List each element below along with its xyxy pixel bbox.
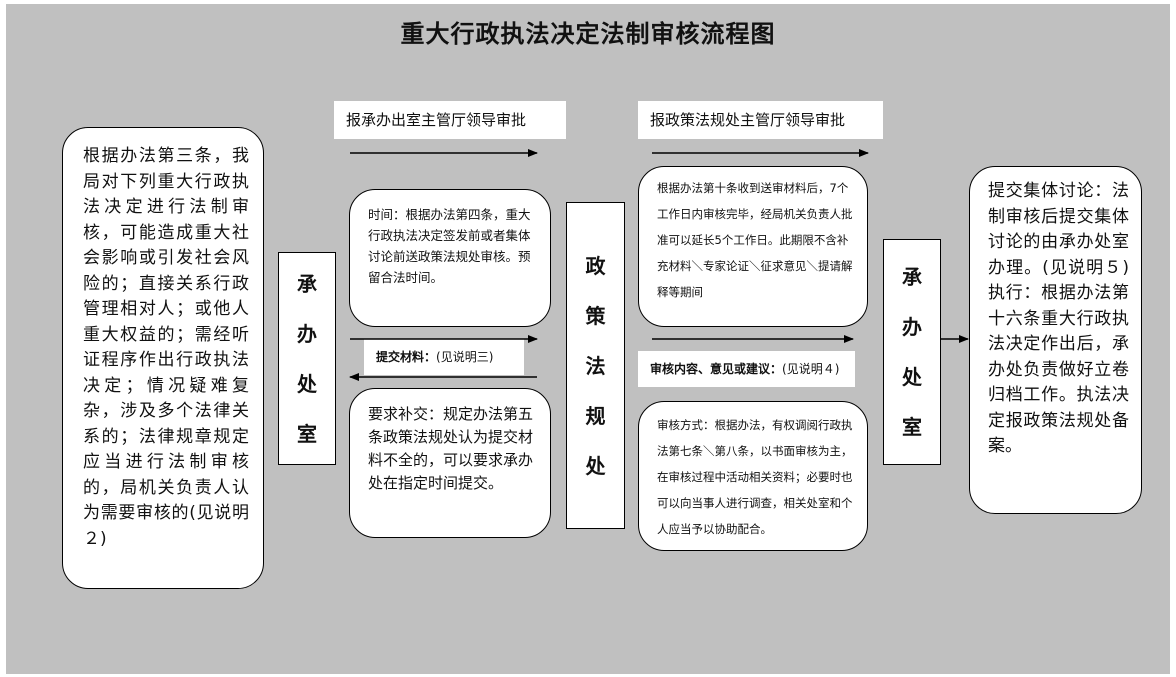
- office-box-left: 承 办 处 室: [278, 252, 336, 465]
- approval-label-2: 报政策法规处主管厅领导审批: [638, 101, 883, 139]
- submit-materials-bold: 提交材料：: [376, 350, 437, 364]
- review-time-text: 根据办法第十条收到送审材料后，7个工作日内审核完毕，经局机关负责人批准可以延长5…: [657, 181, 853, 299]
- review-content-note: (见说明４): [782, 362, 840, 376]
- office-left-char: 办: [297, 321, 317, 346]
- supplement-text: 要求补交：规定办法第五条政策法规处认为提交材料不全的，可以要求承办处在指定时间提…: [368, 405, 534, 492]
- policy-office-char: 政: [585, 253, 606, 278]
- review-content-label: 审核内容、意见或建议：(见说明４): [638, 351, 855, 387]
- policy-office-char: 策: [585, 303, 606, 328]
- office-right-char: 承: [902, 265, 922, 289]
- review-content-bold: 审核内容、意见或建议：: [650, 362, 783, 376]
- policy-office-char: 规: [585, 403, 606, 428]
- office-left-char: 处: [297, 371, 317, 396]
- review-method-box: 审核方式：根据办法，有权调阅行政执法第七条＼第八条，以书面审核为主，在审核过程中…: [638, 401, 868, 551]
- submit-materials-note: (见说明三): [436, 350, 494, 364]
- submit-materials-label: 提交材料：(见说明三): [364, 339, 524, 375]
- office-right-char: 室: [902, 415, 922, 439]
- office-right-char: 处: [902, 365, 922, 389]
- approval-label-1: 报承办出室主管厅领导审批: [334, 101, 566, 139]
- policy-office-box: 政 策 法 规 处: [566, 202, 625, 529]
- office-box-right: 承 办 处 室: [883, 239, 941, 465]
- time-box: 时间：根据办法第四条，重大行政执法决定签发前或者集体讨论前送政策法规处审核。预留…: [349, 189, 551, 327]
- review-time-box: 根据办法第十条收到送审材料后，7个工作日内审核完毕，经局机关负责人批准可以延长5…: [638, 166, 868, 327]
- diagram-title: 重大行政执法决定法制审核流程图: [400, 19, 776, 48]
- supplement-box: 要求补交：规定办法第五条政策法规处认为提交材料不全的，可以要求承办处在指定时间提…: [349, 388, 551, 538]
- approval-label-2-text: 报政策法规处主管厅领导审批: [650, 111, 846, 129]
- office-right-char: 办: [902, 315, 922, 339]
- execution-text: 提交集体讨论：法制审核后提交集体讨论的由承办处室办理。(见说明５)执行：根据办法…: [988, 181, 1129, 456]
- office-left-char: 承: [297, 271, 317, 296]
- time-text: 时间：根据办法第四条，重大行政执法决定签发前或者集体讨论前送政策法规处审核。预留…: [368, 207, 531, 285]
- criteria-box: 根据办法第三条，我局对下列重大行政执法决定进行法制审核，可能造成重大社会影响或引…: [62, 127, 264, 589]
- criteria-text: 根据办法第三条，我局对下列重大行政执法决定进行法制审核，可能造成重大社会影响或引…: [83, 146, 249, 549]
- office-left-char: 室: [297, 421, 317, 446]
- execution-box: 提交集体讨论：法制审核后提交集体讨论的由承办处室办理。(见说明５)执行：根据办法…: [969, 166, 1142, 514]
- policy-office-char: 处: [585, 453, 606, 478]
- policy-office-char: 法: [585, 353, 606, 378]
- approval-label-1-text: 报承办出室主管厅领导审批: [346, 111, 527, 129]
- review-method-text: 审核方式：根据办法，有权调阅行政执法第七条＼第八条，以书面审核为主，在审核过程中…: [657, 418, 853, 536]
